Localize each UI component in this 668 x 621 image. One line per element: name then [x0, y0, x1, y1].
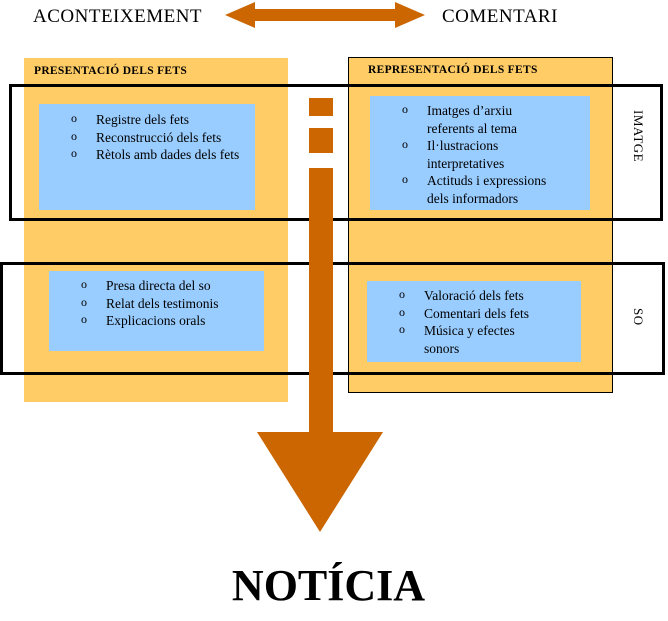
right-image-list: Imatges d’arxiu referents al tema Il·lus…: [370, 96, 590, 207]
left-image-box: Registre dels fets Reconstrucció dels fe…: [39, 104, 255, 210]
right-sound-box: Valoració dels fets Comentari dels fets …: [367, 281, 581, 362]
right-sound-list: Valoració dels fets Comentari dels fets …: [367, 281, 581, 357]
left-sound-box: Presa directa del so Relat dels testimon…: [49, 271, 264, 351]
list-item: Reconstrucció dels fets: [39, 128, 255, 147]
header-right-label: COMENTARI: [442, 6, 558, 27]
left-panel-title: PRESENTACIÓ DELS FETS: [34, 65, 188, 77]
result-title: NOTÍCIA: [231, 561, 426, 610]
list-item: Registre dels fets: [39, 110, 255, 129]
right-image-box: Imatges d’arxiu referents al tema Il·lus…: [370, 96, 590, 210]
list-item: Actituds i expressions dels informadors: [370, 171, 590, 207]
list-item: Imatges d’arxiu referents al tema: [370, 101, 590, 137]
list-item: Explicacions orals: [49, 311, 264, 330]
down-arrow-icon: [257, 98, 383, 532]
header-left-label: ACONTEIXEMENT: [33, 6, 203, 27]
list-item: Presa directa del so: [49, 276, 264, 295]
list-item: Rètols amb dades dels fets: [39, 145, 255, 164]
list-item: Comentari dels fets: [367, 304, 581, 323]
left-image-list: Registre dels fets Reconstrucció dels fe…: [39, 104, 255, 164]
image-band: [9, 84, 663, 221]
list-item: Relat dels testimonis: [49, 294, 264, 313]
image-band-label: IMATGE: [631, 110, 646, 163]
list-item: Il·lustracions interpretatives: [370, 136, 590, 172]
list-item: Música y efectes sonors: [367, 321, 581, 357]
double-arrow-icon: [225, 2, 425, 28]
sound-band-label: SO: [631, 308, 646, 326]
list-item: Valoració dels fets: [367, 286, 581, 305]
right-panel-title: REPRESENTACIÓ DELS FETS: [368, 64, 538, 76]
left-sound-list: Presa directa del so Relat dels testimon…: [49, 271, 264, 330]
